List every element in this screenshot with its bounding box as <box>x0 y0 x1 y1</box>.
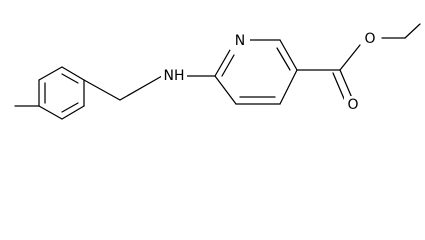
ester-oxygen-label: O <box>364 31 375 47</box>
bond <box>339 69 353 99</box>
amine-nh-label: NH <box>164 68 185 84</box>
tolyl-ring <box>38 66 85 120</box>
ch2-nh-bond <box>119 75 163 101</box>
bond <box>279 69 298 105</box>
ring-nitrogen-label: N <box>235 33 245 49</box>
bond <box>38 66 63 81</box>
bond <box>221 54 235 77</box>
bond <box>332 72 346 102</box>
bond <box>214 75 237 105</box>
bond <box>279 39 298 71</box>
bond <box>61 73 79 84</box>
bond <box>404 23 421 39</box>
carbonyl-oxygen-label: O <box>347 97 358 113</box>
bond <box>38 105 63 120</box>
pyridine-ring <box>214 39 298 105</box>
bond <box>61 105 85 120</box>
bond <box>214 49 231 77</box>
molecule-diagram: N NH O O <box>14 23 421 120</box>
ester-group <box>296 23 421 102</box>
bond <box>61 102 79 113</box>
benzyl-bond <box>83 79 121 101</box>
bond <box>61 66 85 81</box>
bond <box>276 47 291 71</box>
bond <box>339 44 361 71</box>
